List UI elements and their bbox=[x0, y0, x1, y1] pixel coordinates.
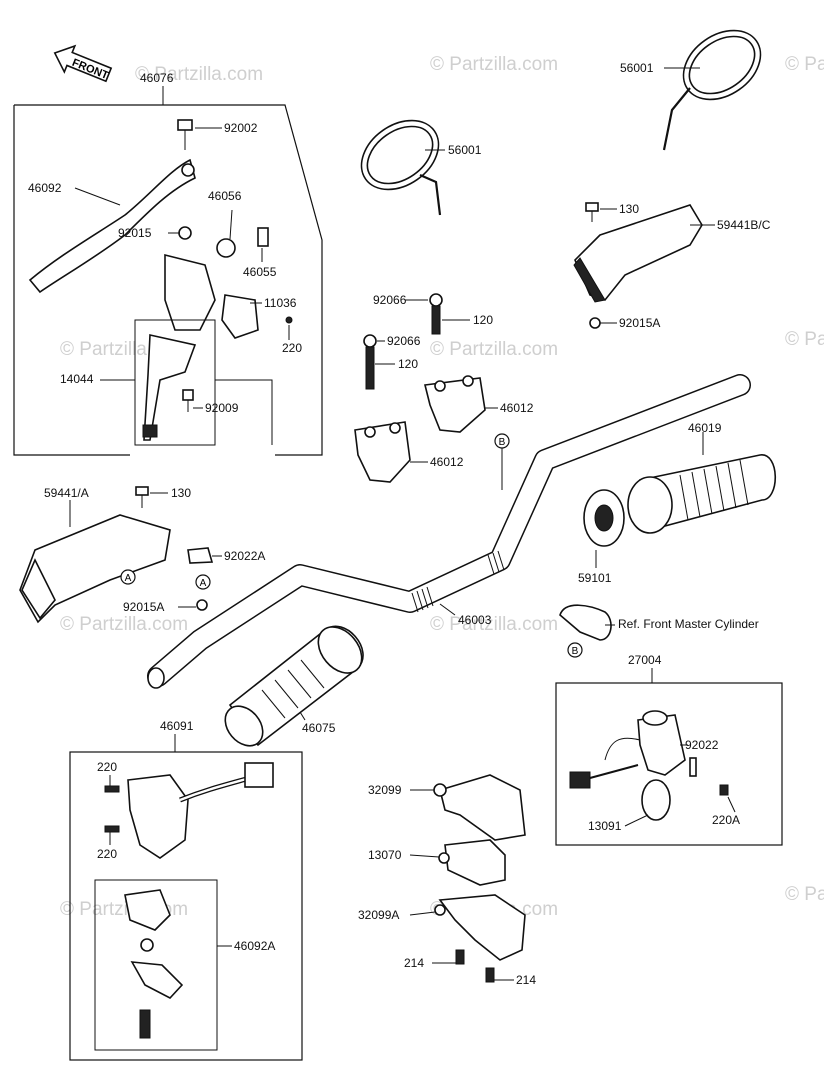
marker-b-text: B bbox=[499, 437, 506, 448]
clamp-bolts bbox=[363, 293, 470, 390]
label-92015: 92015 bbox=[118, 226, 152, 240]
svg-text:A: A bbox=[125, 573, 132, 584]
label-46003: 46003 bbox=[458, 613, 492, 627]
label-ref-master-cylinder: Ref. Front Master Cylinder bbox=[618, 617, 759, 631]
label-32099: 32099 bbox=[368, 783, 402, 797]
marker-b-bar: B bbox=[494, 433, 510, 449]
label-46019: 46019 bbox=[688, 421, 722, 435]
knurl-marks bbox=[411, 550, 505, 613]
right-cover bbox=[573, 202, 715, 329]
label-27004: 27004 bbox=[628, 653, 662, 667]
throttle-grip bbox=[583, 432, 777, 568]
label-46056: 46056 bbox=[208, 189, 242, 203]
label-56001-left: 56001 bbox=[448, 143, 482, 157]
label-120-b: 120 bbox=[398, 357, 418, 371]
label-130-left: 130 bbox=[171, 486, 191, 500]
clamp-upper bbox=[424, 375, 498, 433]
label-92022a: 92022A bbox=[224, 549, 265, 563]
watermark: © Partzilla.com bbox=[785, 884, 824, 905]
marker-b-ref: B bbox=[567, 642, 583, 658]
label-46076: 46076 bbox=[140, 71, 174, 85]
label-56001-right: 56001 bbox=[620, 61, 654, 75]
label-220-lower: 220 bbox=[97, 847, 117, 861]
label-120-a: 120 bbox=[473, 313, 493, 327]
label-220: 220 bbox=[282, 341, 302, 355]
label-14044: 14044 bbox=[60, 372, 94, 386]
mirror-left bbox=[360, 119, 445, 216]
label-46092a: 46092A bbox=[234, 939, 275, 953]
watermark: © Partzilla.com bbox=[785, 329, 824, 350]
label-214-left: 214 bbox=[404, 956, 424, 970]
clamp-lower bbox=[354, 421, 428, 483]
label-59441a: 59441/A bbox=[44, 486, 89, 500]
clutch-lever-group bbox=[13, 86, 323, 456]
watermark: © Partzilla.com bbox=[135, 64, 263, 85]
label-92066-b: 92066 bbox=[387, 334, 421, 348]
label-59441bc: 59441B/C bbox=[717, 218, 771, 232]
front-arrow: FRONT bbox=[53, 44, 113, 83]
watermark: © Partzilla.com bbox=[430, 54, 558, 75]
label-92015a-right: 92015A bbox=[619, 316, 660, 330]
label-59101: 59101 bbox=[578, 571, 612, 585]
label-46055: 46055 bbox=[243, 265, 277, 279]
mirror-right bbox=[662, 29, 762, 151]
center-switch-housing bbox=[409, 774, 526, 983]
marker-a-cover: A bbox=[120, 569, 136, 585]
label-46012-upper: 46012 bbox=[500, 401, 534, 415]
svg-text:A: A bbox=[200, 578, 207, 589]
left-cover bbox=[19, 486, 222, 624]
label-220a: 220A bbox=[712, 813, 740, 827]
label-220-upper: 220 bbox=[97, 760, 117, 774]
label-46012-lower: 46012 bbox=[430, 455, 464, 469]
label-92002: 92002 bbox=[224, 121, 258, 135]
handlebar bbox=[147, 374, 751, 689]
watermark: © Partzilla.com bbox=[60, 614, 188, 635]
label-130-right: 130 bbox=[619, 202, 639, 216]
starter-switch-group bbox=[555, 668, 783, 846]
watermark: © Partzilla.com bbox=[430, 614, 558, 635]
label-92066-a: 92066 bbox=[373, 293, 407, 307]
watermark: © Partzilla.com bbox=[430, 339, 558, 360]
master-cylinder-clamp bbox=[559, 604, 615, 641]
label-46092: 46092 bbox=[28, 181, 62, 195]
label-11036: 11036 bbox=[264, 296, 297, 310]
label-46075: 46075 bbox=[302, 721, 336, 735]
label-46091: 46091 bbox=[160, 719, 194, 733]
left-switch-group bbox=[69, 734, 303, 1061]
marker-a-washer: A bbox=[195, 574, 211, 590]
svg-text:B: B bbox=[572, 646, 579, 657]
label-32099a: 32099A bbox=[358, 908, 399, 922]
left-grip bbox=[224, 625, 364, 747]
label-92015a-left: 92015A bbox=[123, 600, 164, 614]
label-13091: 13091 bbox=[588, 819, 622, 833]
label-92009: 92009 bbox=[205, 401, 239, 415]
label-92022: 92022 bbox=[685, 738, 719, 752]
watermark: © Partzilla.com bbox=[785, 54, 824, 75]
label-13070: 13070 bbox=[368, 848, 402, 862]
label-214-right: 214 bbox=[516, 973, 536, 987]
